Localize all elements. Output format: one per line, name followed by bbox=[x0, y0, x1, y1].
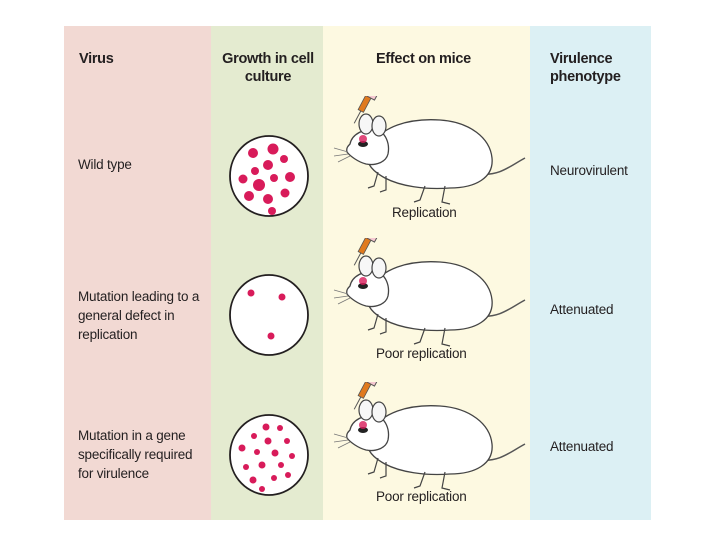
header-growth: Growth in cell culture bbox=[222, 51, 314, 85]
row3-phenotype-label: Attenuated bbox=[550, 439, 614, 454]
row1-virus-label: Wild type bbox=[78, 157, 132, 172]
mouse-illustration-virulence-gene bbox=[333, 382, 526, 491]
plaques-wild-type bbox=[238, 143, 295, 215]
row3-virus-label: Mutation in a gene specifically required… bbox=[78, 428, 193, 481]
culture-dish-wild-type bbox=[229, 135, 309, 217]
row3-effect-label: Poor replication bbox=[376, 489, 467, 504]
row1-phenotype-label: Neurovirulent bbox=[550, 163, 628, 178]
header-effect: Effect on mice bbox=[376, 51, 471, 67]
header-phenotype: Virulence phenotype bbox=[550, 51, 621, 85]
phenotype-column bbox=[530, 26, 651, 520]
culture-dish-virulence-gene bbox=[229, 414, 309, 496]
header-virus: Virus bbox=[79, 51, 114, 67]
virus-column bbox=[64, 26, 211, 520]
culture-dish-general-defect bbox=[229, 274, 309, 356]
mouse-illustration-wild-type bbox=[333, 96, 526, 205]
mouse-illustration-general-defect bbox=[333, 238, 526, 347]
plaques-general-defect bbox=[247, 289, 286, 340]
row2-effect-label: Poor replication bbox=[376, 346, 467, 361]
plaques-virulence-gene bbox=[238, 423, 295, 492]
row2-virus-label: Mutation leading to a general defect in … bbox=[78, 289, 200, 342]
row2-phenotype-label: Attenuated bbox=[550, 302, 614, 317]
row1-effect-label: Replication bbox=[392, 205, 457, 220]
